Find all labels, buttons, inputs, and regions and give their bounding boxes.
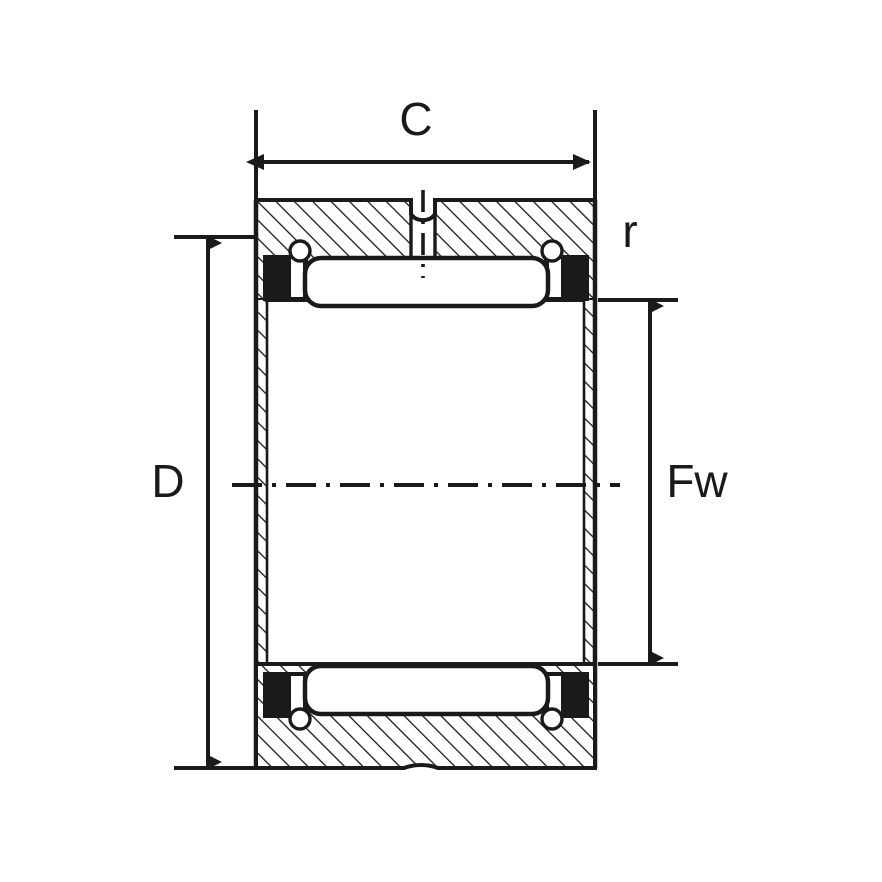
retaining-ring-bottom-right-gap: [549, 676, 561, 714]
dimension-label-d: D: [151, 455, 184, 507]
roller-pin-top-left-icon: [288, 239, 312, 263]
dimension-r: r: [622, 205, 637, 257]
dimension-fw: Fw: [598, 298, 728, 666]
needle-roller-cage-bottom: [302, 663, 551, 717]
roller-cage-assembly-bottom: [263, 663, 589, 731]
roller-pin-bottom-left-icon: [288, 707, 312, 731]
dimension-c: C: [246, 93, 597, 205]
dimension-d: D: [151, 235, 258, 770]
needle-roller-cage-top: [302, 255, 551, 309]
roller-pin-top-right-icon: [540, 239, 564, 263]
bottom-band-outline: [254, 662, 597, 770]
roller-cage-assembly-top: [263, 239, 589, 309]
dimension-label-fw: Fw: [666, 455, 728, 507]
right-wall-hatch-fill: [584, 300, 595, 664]
dimension-label-r: r: [622, 205, 637, 257]
retaining-ring-top-right-gap: [549, 259, 561, 297]
roller-pin-bottom-right-icon: [540, 707, 564, 731]
retaining-ring-top-left-gap: [291, 259, 303, 297]
retaining-ring-bottom-left-gap: [291, 676, 303, 714]
left-wall-hatch-fill: [256, 300, 267, 664]
dimension-label-c: C: [399, 93, 432, 145]
